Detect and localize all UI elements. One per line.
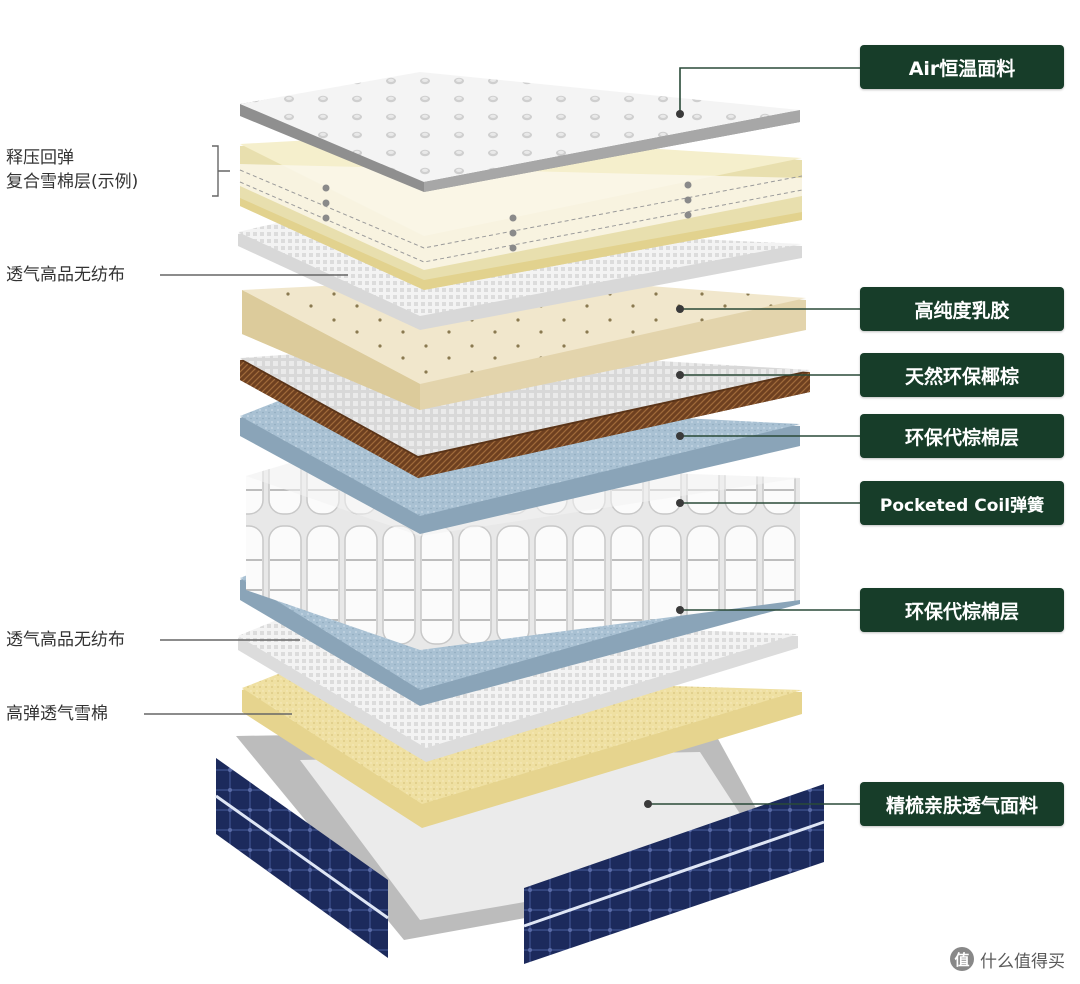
label-pocket-coil: Pocketed Coil弹簧 <box>860 481 1064 525</box>
watermark: 值 什么值得买 <box>950 944 1065 974</box>
watermark-logo-icon: 值 <box>950 947 974 971</box>
label-foam: 高弹透气雪棉 <box>6 704 108 724</box>
label-nonwoven-top: 透气高品无纺布 <box>6 265 125 285</box>
label-felt-bottom: 环保代棕棉层 <box>860 588 1064 632</box>
label-air-fabric: Air恒温面料 <box>860 45 1064 89</box>
label-latex: 高纯度乳胶 <box>860 287 1064 331</box>
composite-markers <box>322 181 692 252</box>
label-nonwoven-bottom: 透气高品无纺布 <box>6 630 125 650</box>
label-composite-line2: 复合雪棉层(示例) <box>6 172 139 192</box>
leader-dots <box>644 110 684 808</box>
label-felt-top: 环保代棕棉层 <box>860 414 1064 458</box>
bracket-icon <box>212 145 230 197</box>
quilted-top-layer <box>240 72 800 192</box>
label-bottom-fabric: 精梳亲肤透气面料 <box>860 782 1064 826</box>
right-leader-lines <box>648 67 860 805</box>
label-composite-line1: 释压回弹 <box>6 148 74 168</box>
label-coir: 天然环保椰棕 <box>860 353 1064 397</box>
composite-foam-layer <box>239 134 803 290</box>
left-leader-lines <box>144 145 348 715</box>
watermark-text: 什么值得买 <box>980 951 1065 972</box>
